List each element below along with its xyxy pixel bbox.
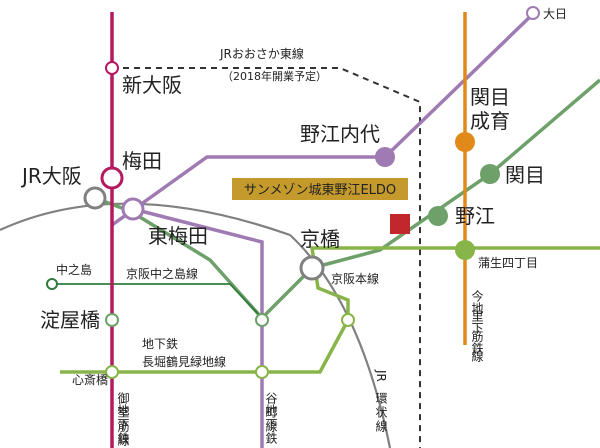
label-jr-osaka-higashi-note: （2018年開業予定） (222, 69, 327, 83)
station-dot-yodoyabashi (105, 313, 119, 327)
label-midosuji: 御地 (116, 391, 130, 416)
label-nakanoshima: 中之島 (56, 262, 92, 277)
label-noe: 野江 (455, 204, 495, 228)
station-dot-daito (526, 6, 540, 20)
label-jr-loop-2: 環 (374, 392, 388, 404)
station-dot-jr-osaka (83, 186, 107, 210)
label-noe-uchindai: 野江内代 (300, 122, 380, 146)
station-dot-nakanoshima (46, 278, 58, 290)
label-jr-loop-4: 線 (374, 419, 388, 432)
label-gamo-yonchome: 蒲生四丁目 (478, 256, 538, 270)
station-dot-shinsaibashi (105, 365, 119, 379)
property-banner-text: サンメゾン城東野江ELDO (244, 182, 396, 198)
label-higashi-umeda: 東梅田 (148, 224, 208, 248)
label-keihan-main: 京阪本線 (331, 271, 379, 286)
station-dot-shin-osaka (105, 61, 119, 75)
label-imazatosuji: 今地 (470, 289, 484, 314)
station-dot-gamo-yonchome (455, 240, 475, 260)
tanimachi-line (110, 10, 537, 227)
label-sekime: 関目 (505, 163, 545, 187)
label-nagahori-2: 長堀鶴見緑地線 (142, 354, 226, 369)
station-dot-kyobashi (299, 255, 325, 281)
label-nagahori-1: 地下鉄 (142, 336, 178, 351)
station-dot-noe-uchindai (375, 147, 395, 167)
label-midosuji-2: 堂下 (116, 406, 130, 430)
label-jr-osaka-higashi: JRおおさか東線 (219, 46, 304, 61)
label-kyobashi: 京橋 (300, 227, 340, 251)
label-jr-loop: JR (374, 369, 388, 382)
label-shinsaibashi: 心斎橋 (72, 372, 108, 387)
label-keihan-nakanoshima: 京阪中之島線 (126, 266, 198, 281)
label-sekime-seiiku-2: 成育 (470, 109, 510, 133)
station-dot-gamo-east (341, 313, 355, 327)
label-imazatosuji-4: 線 (470, 349, 484, 362)
label-midosuji-3: 筋鉄 (116, 419, 130, 444)
label-daito: 大日 (543, 7, 567, 21)
tanimachi-line-south (132, 207, 264, 448)
label-sekime-seiiku-1: 関目 (470, 85, 510, 109)
station-dot-sekime-seiiku (455, 132, 475, 152)
station-dot-kitahama (255, 313, 269, 327)
label-shin-osaka: 新大阪 (122, 73, 182, 97)
nagahori-line (60, 246, 600, 374)
station-dot-umeda (100, 166, 124, 190)
station-dot-sekime (480, 164, 500, 184)
label-jr-loop-3: 状 (374, 406, 388, 418)
property-banner (232, 178, 408, 200)
label-tanimachi: 谷地 (264, 392, 278, 416)
label-tanimachi-2: 町下 (264, 406, 278, 430)
station-dot-noe (428, 206, 448, 226)
jr-osaka-higashi-line (112, 67, 421, 448)
label-jr-osaka: JR大阪 (20, 164, 82, 188)
label-imazatosuji-3: 筋鉄 (470, 329, 484, 354)
keihan-main-line (94, 78, 600, 321)
station-dot-tanimachi4 (255, 365, 269, 379)
property-marker (390, 214, 410, 234)
label-yodoyabashi: 淀屋橋 (40, 308, 100, 332)
label-umeda: 梅田 (122, 149, 162, 173)
label-tanimachi-3: 線鉄 (264, 419, 278, 444)
label-midosuji-4: 線 (116, 433, 130, 446)
label-imazatosuji-2: 里下 (470, 310, 484, 334)
station-dot-higashi-umeda (121, 197, 145, 221)
